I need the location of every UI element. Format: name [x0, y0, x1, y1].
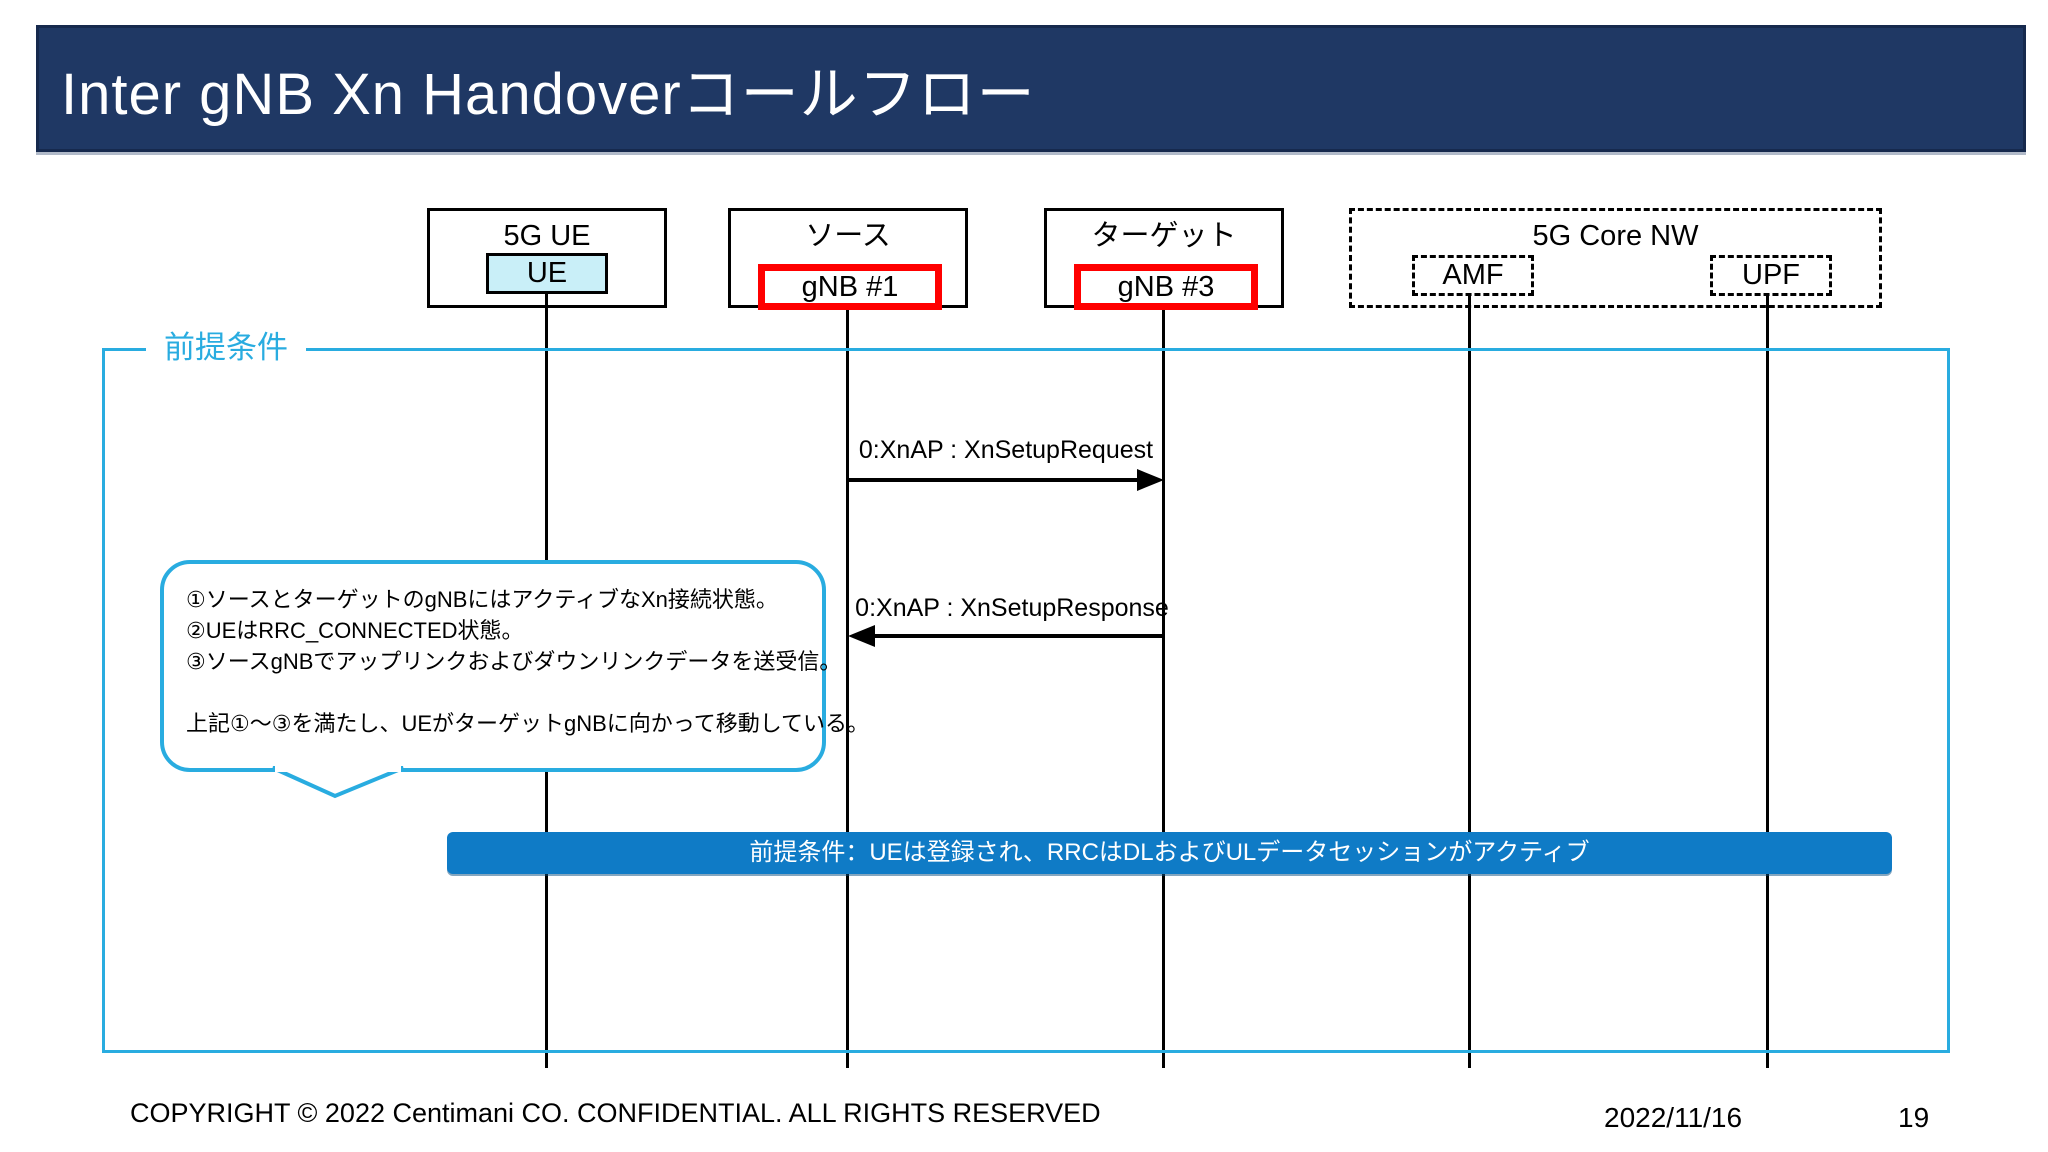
callout-line: ①ソースとターゲットのgNBにはアクティブなXn接続状態。 — [186, 587, 778, 612]
precondition-frame — [102, 348, 1950, 1053]
callout-tail — [272, 766, 404, 799]
footer-copyright: COPYRIGHT © 2022 Centimani CO. CONFIDENT… — [130, 1098, 1101, 1128]
footer-date: 2022/11/16 — [1604, 1102, 1743, 1133]
flow-banner: 前提条件：UEは登録され、RRCはDLおよびULデータセッションがアクティブ — [447, 832, 1892, 874]
precondition-callout: ①ソースとターゲットのgNBにはアクティブなXn接続状態。 ②UEはRRC_CO… — [160, 560, 870, 772]
title-banner: Inter gNB Xn Handoverコールフロー — [36, 25, 2026, 152]
message-arrow-xnsetupresponse — [874, 634, 1164, 638]
page-title: Inter gNB Xn Handoverコールフロー — [61, 61, 1036, 127]
precondition-frame-label: 前提条件 — [146, 326, 306, 370]
actor-caption-source: ソース — [805, 220, 891, 252]
lifeline-gnb1 — [846, 288, 849, 1068]
actor-box-core-nw: 5G Core NW AMF UPF — [1349, 208, 1882, 308]
actor-box-source: ソース gNB #1 — [728, 208, 968, 310]
actor-node-ue: UE — [486, 253, 608, 294]
actor-box-target: ターゲット gNB #3 — [1044, 208, 1284, 310]
callout-line — [186, 677, 806, 708]
actor-node-amf: AMF — [1412, 255, 1534, 296]
actor-node-gnb1: gNB #1 — [758, 264, 942, 310]
callout-line: ②UEはRRC_CONNECTED状態。 — [186, 618, 524, 643]
callout-line: 上記①～③を満たし、UEがターゲットgNBに向かって移動している。 — [186, 711, 870, 736]
actor-box-5g-ue: 5G UE UE — [427, 208, 667, 308]
lifeline-amf — [1468, 288, 1471, 1068]
message-label-xnsetuprequest: 0:XnAP : XnSetupRequest — [858, 436, 1154, 464]
lifeline-gnb3 — [1162, 288, 1165, 1068]
actor-caption-target: ターゲット — [1091, 220, 1237, 252]
arrowhead-left-icon — [848, 625, 875, 647]
arrowhead-right-icon — [1137, 469, 1164, 491]
lifeline-upf — [1766, 288, 1769, 1068]
actor-caption-core-nw: 5G Core NW — [1532, 220, 1699, 252]
actor-node-gnb3: gNB #3 — [1074, 264, 1258, 310]
actor-node-upf: UPF — [1710, 255, 1832, 296]
message-arrow-xnsetuprequest — [848, 478, 1138, 482]
footer-page-number: 19 — [1898, 1102, 1930, 1133]
actor-caption-5g-ue: 5G UE — [503, 220, 591, 252]
callout-line: ③ソースgNBでアップリンクおよびダウンリンクデータを送受信。 — [186, 649, 842, 674]
message-label-xnsetupresponse: 0:XnAP : XnSetupResponse — [855, 594, 1169, 622]
